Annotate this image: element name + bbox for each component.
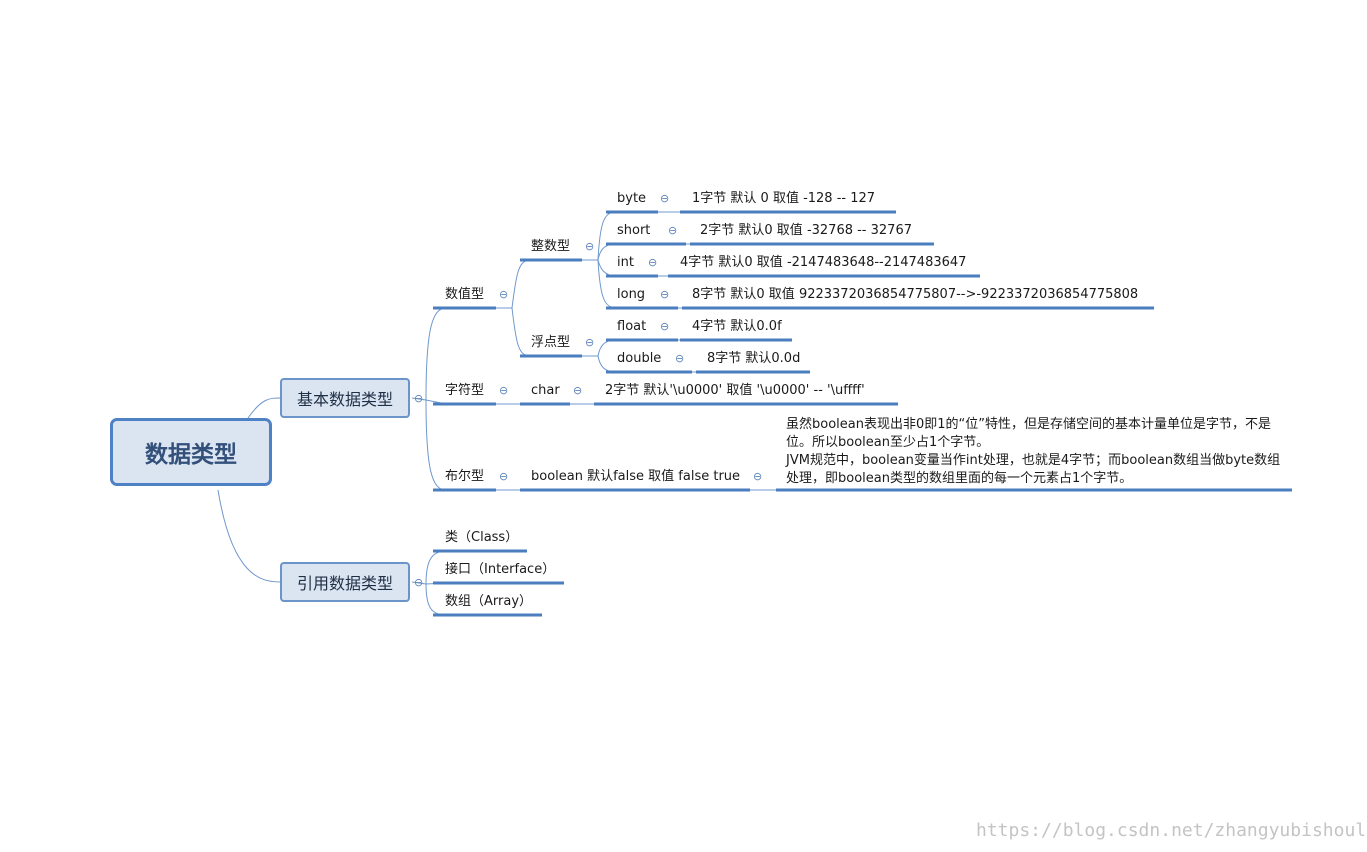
connector-root-reference [217, 489, 281, 583]
topic-int[interactable]: int [617, 255, 634, 270]
connector-basic-boolean [425, 399, 447, 491]
collapse-float-icon[interactable]: ⊖ [660, 320, 670, 333]
collapse-numeric-icon[interactable]: ⊖ [499, 288, 509, 301]
topic-integer[interactable]: 整数型 [531, 239, 571, 254]
topic-boolean-category[interactable]: 布尔型 [445, 469, 485, 484]
topic-interface[interactable]: 接口（Interface） [445, 562, 556, 577]
collapse-long-icon[interactable]: ⊖ [660, 288, 670, 301]
collapse-boolean-icon[interactable]: ⊖ [753, 470, 763, 483]
topic-char[interactable]: char [531, 383, 560, 398]
double-description[interactable]: 8字节 默认0.0d [707, 351, 801, 366]
topic-float[interactable]: float [617, 319, 647, 334]
collapse-byte-icon[interactable]: ⊖ [660, 192, 670, 205]
float-description[interactable]: 4字节 默认0.0f [692, 319, 782, 334]
connector-numeric-float [511, 307, 531, 357]
long-description[interactable]: 8字节 默认0 取值 9223372036854775807-->-922337… [692, 287, 1139, 302]
root-topic[interactable]: 数据类型 [110, 418, 272, 486]
char-description[interactable]: 2字节 默认'\u0000' 取值 '\u0000' -- '\uffff' [605, 383, 865, 398]
connector-reference-array [425, 583, 447, 616]
connector-float-float [597, 339, 617, 357]
boolean-note[interactable]: 虽然boolean表现出非0即1的“位”特性，但是存储空间的基本计量单位是字节，… [786, 417, 1281, 486]
collapse-short-icon[interactable]: ⊖ [668, 224, 678, 237]
collapse-integer-icon[interactable]: ⊖ [585, 240, 595, 253]
connector-root-basic [247, 397, 281, 419]
topic-short[interactable]: short [617, 223, 651, 238]
connector-integer-int [597, 259, 617, 277]
connector-integer-short [597, 243, 617, 261]
collapse-char-icon[interactable]: ⊖ [573, 384, 583, 397]
topic-double[interactable]: double [617, 351, 662, 366]
collapse-character-icon[interactable]: ⊖ [499, 384, 509, 397]
collapse-boolean-category-icon[interactable]: ⊖ [499, 470, 509, 483]
collapse-double-icon[interactable]: ⊖ [675, 352, 685, 365]
short-description[interactable]: 2字节 默认0 取值 -32768 -- 32767 [700, 223, 912, 238]
topic-long[interactable]: long [617, 287, 646, 302]
connector-float-double [597, 355, 617, 373]
topic-numeric[interactable]: 数值型 [445, 287, 485, 302]
collapse-int-icon[interactable]: ⊖ [648, 256, 658, 269]
topic-boolean[interactable]: boolean 默认false 取值 false true [531, 469, 741, 484]
connector-numeric-integer [511, 259, 531, 309]
topic-array[interactable]: 数组（Array） [445, 594, 533, 609]
watermark: https://blog.csdn.net/zhangyubishoulin [976, 820, 1367, 841]
collapse-floating-icon[interactable]: ⊖ [585, 336, 595, 349]
topic-reference-types[interactable]: 引用数据类型 [280, 562, 410, 602]
topic-class[interactable]: 类（Class） [445, 530, 519, 545]
connector-reference-class [425, 550, 447, 585]
topic-basic-types[interactable]: 基本数据类型 [280, 378, 410, 418]
topic-byte[interactable]: byte [617, 191, 647, 206]
connector-basic-numeric [425, 307, 447, 401]
byte-description[interactable]: 1字节 默认 0 取值 -128 -- 127 [692, 191, 876, 206]
topic-character[interactable]: 字符型 [445, 383, 485, 398]
int-description[interactable]: 4字节 默认0 取值 -2147483648--2147483647 [680, 255, 967, 270]
topic-floating[interactable]: 浮点型 [531, 335, 571, 350]
collapse-reference-icon[interactable]: ⊖ [414, 576, 424, 589]
collapse-basic-icon[interactable]: ⊖ [414, 392, 424, 405]
